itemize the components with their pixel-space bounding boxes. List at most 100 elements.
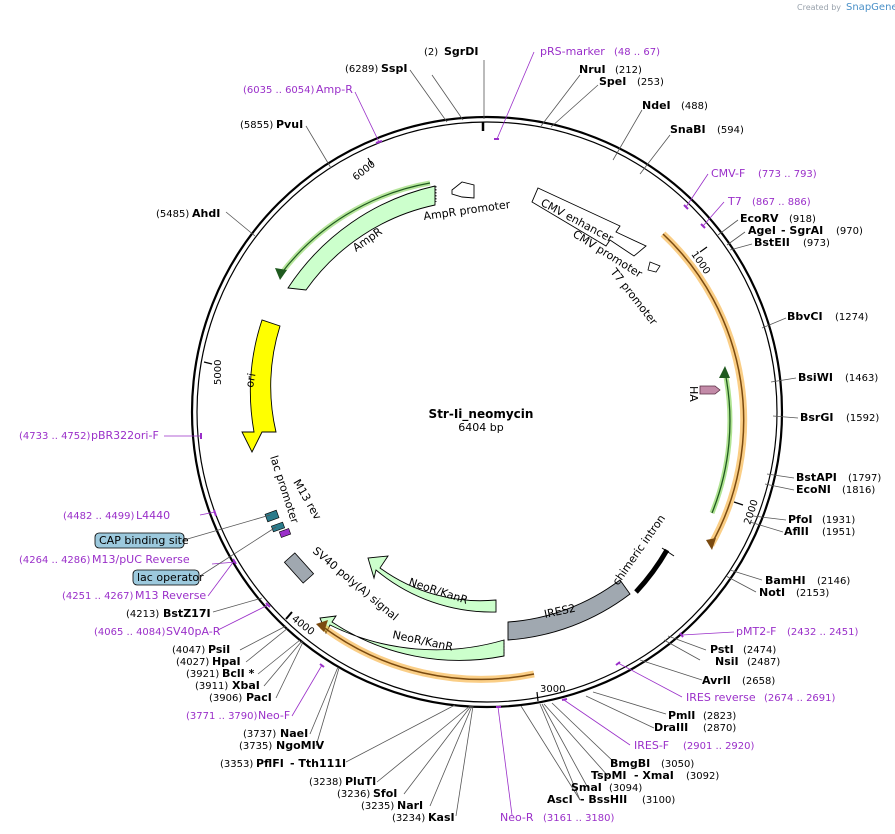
site-pos-nari: (3235): [361, 801, 394, 812]
site-name-sfoi: SfoI: [373, 787, 397, 800]
site-name-smai: SmaI: [571, 781, 602, 794]
primer-pos-neof: (3771 .. 3790): [186, 711, 258, 722]
primer-name-cmvf: CMV-F: [711, 167, 745, 180]
site-pos-bstz17i: (4213): [126, 609, 159, 620]
site-name-bsteii: BstEII: [754, 236, 790, 249]
site-pos-spei: (253): [637, 77, 664, 88]
site-name-bstz17i: BstZ17I: [163, 607, 211, 620]
site-name-bcli: BclI *: [222, 667, 255, 680]
ori-label: ori: [243, 372, 258, 388]
tick-label-3000: 3000: [540, 684, 565, 695]
site-name-kasi: KasI: [428, 811, 455, 824]
site-name-spei: SpeI: [599, 75, 626, 88]
ha-feature: [699, 385, 721, 395]
site-pos-naei: (3737): [243, 729, 276, 740]
green-orf-line: [711, 371, 731, 514]
tick-label-5000: 5000: [213, 360, 224, 385]
primer-labels: pRS-marker (48 .. 67) CMV-F (773 .. 793)…: [19, 45, 859, 824]
primer-arc-m13: [232, 558, 237, 565]
site-pos-nrui: (212): [615, 65, 642, 76]
site-pos-sfoi: (3236): [337, 789, 370, 800]
site-pos-sgrdi: (2): [424, 47, 438, 58]
site-pos-ecorv: (918): [789, 214, 816, 225]
tick-label-6000: 6000: [351, 159, 378, 183]
site-pos-psti: (2474): [743, 645, 776, 656]
orange-track-top-line: [662, 233, 745, 546]
ampr-feature: [287, 185, 436, 291]
site-pos-nsii: (2487): [747, 657, 780, 668]
sv40-polya-feature: [283, 552, 315, 584]
primer-name-t7: T7: [727, 195, 742, 208]
ampr-green-line: [279, 182, 431, 276]
primer-leaders: [164, 51, 735, 816]
cap-binding-site-label: CAP binding site: [99, 534, 189, 547]
site-name-bsiwi: BsiWI: [798, 371, 833, 384]
plasmid-name: Str-Ii_neomycin: [429, 407, 534, 422]
ampr-green-arrowhead: [275, 268, 287, 280]
site-name-xmai: - XmaI: [634, 769, 674, 782]
site-name-sgrai: - SgrAI: [781, 224, 823, 237]
primer-name-ires-reverse: IRES reverse: [686, 691, 756, 704]
primer-name-m13puc: M13/pUC Reverse: [92, 553, 190, 566]
site-name-nari: NarI: [397, 799, 423, 812]
site-pos-bsshii: (3100): [642, 795, 675, 806]
ires2-label: IRES2: [543, 602, 577, 621]
primer-arc-pmt2: [679, 632, 684, 638]
ires2-feature: [507, 579, 631, 641]
primer-pos-pbr322ori: (4733 .. 4752): [19, 431, 91, 442]
primer-name-m13-reverse: M13 Reverse: [135, 589, 206, 602]
orange-arrowhead-bottom: [316, 620, 328, 632]
site-pos-draiii: (2870): [703, 723, 736, 734]
site-name-sspi: SspI: [381, 62, 407, 75]
site-pos-bstapi: (1797): [848, 473, 881, 484]
site-name-pfoi: PfoI: [788, 513, 813, 526]
primer-pos-cmvf: (773 .. 793): [758, 169, 817, 180]
site-name-hpai: HpaI: [212, 655, 241, 668]
tick-3000: [536, 691, 539, 702]
site-labels: (2) SgrDI NruI (212) SpeI (253) NdeI (48…: [126, 45, 881, 824]
site-pos-pflfi: (3353): [220, 759, 253, 770]
site-name-psii: PsiI: [208, 643, 230, 656]
primer-name-sv40pa: SV40pA-R: [166, 625, 221, 638]
site-name-agei: AgeI: [748, 224, 776, 237]
chimeric-intron-feature: [634, 548, 670, 594]
green-orf-arrowhead: [719, 366, 730, 378]
site-name-asci: AscI: [547, 793, 573, 806]
primer-pos-m13-reverse: (4251 .. 4267): [62, 591, 134, 602]
site-name-bstapi: BstAPI: [796, 471, 837, 484]
site-name-sgrdi: SgrDI: [444, 45, 478, 58]
outer-ring: [190, 115, 784, 709]
site-name-aflii: AflII: [784, 525, 809, 538]
site-pos-xbai: (3911): [195, 681, 228, 692]
orange-arrowhead-top: [706, 538, 716, 550]
primer-pos-pmt2f: (2432 .. 2451): [787, 627, 859, 638]
site-name-snabi: SnaBI: [670, 123, 706, 136]
site-pos-kasi: (3234): [392, 813, 425, 824]
site-pos-bmgbi: (3050): [661, 759, 694, 770]
primer-arc-ires-rev: [615, 661, 621, 666]
primer-name-neof: Neo-F: [258, 709, 290, 722]
tick-5000: [203, 361, 213, 365]
tick-1000: [699, 246, 708, 253]
boxed-labels: CAP binding site lac operator: [94, 532, 204, 586]
box-leaders: [183, 514, 277, 577]
site-pos-bamhi: (2146): [817, 576, 850, 587]
primer-pos-l4440: (4482 .. 4499): [63, 511, 135, 522]
t7-promoter-feature: [647, 261, 661, 273]
primer-name-prs-marker: pRS-marker: [540, 45, 605, 58]
site-pos-bsiwi: (1463): [845, 373, 878, 384]
primer-pos-prs-marker: (48 .. 67): [614, 47, 660, 58]
site-pos-ndei: (488): [681, 101, 708, 112]
site-pos-sspi: (6289): [345, 64, 378, 75]
site-leaders: [212, 60, 799, 817]
site-pos-ngomiv: (3735): [239, 741, 272, 752]
cap-site-box: [264, 509, 280, 523]
site-pos-ahdi: (5485): [156, 209, 189, 220]
primer-name-pbr322ori: pBR322ori-F: [91, 429, 159, 442]
site-name-tth111i: - Tth111I: [290, 757, 346, 770]
site-pos-sgrai: (970): [836, 226, 863, 237]
ampr-promoter-feature: [451, 181, 475, 199]
cmv-enhancer-feature: [531, 187, 647, 257]
site-pos-snabi: (594): [717, 125, 744, 136]
